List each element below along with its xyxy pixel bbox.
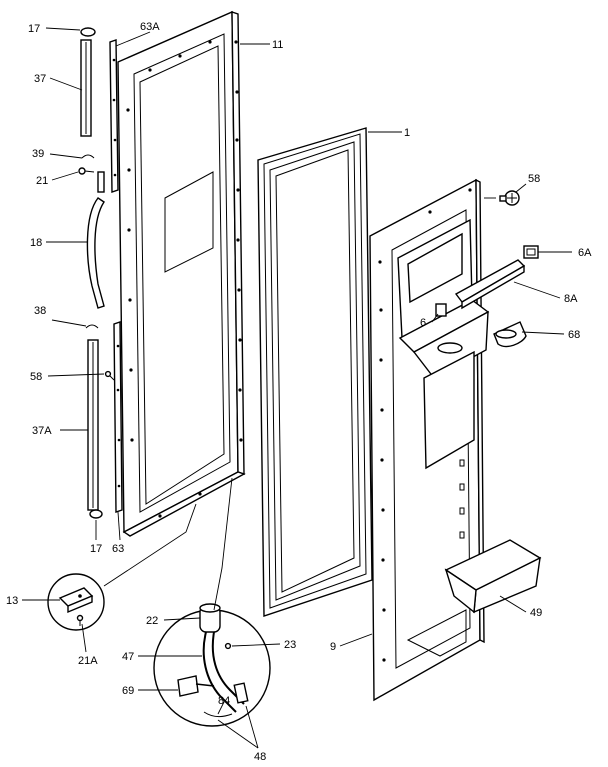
detail-wiring-harness xyxy=(153,603,271,727)
label-39: 39 xyxy=(32,148,44,160)
detail-pointer-wiring xyxy=(213,477,233,611)
label-8A: 8A xyxy=(564,293,578,305)
clip-39 xyxy=(81,154,95,159)
lever-bar-8A xyxy=(454,259,526,310)
label-18: 18 xyxy=(30,237,42,249)
label-11: 11 xyxy=(272,39,283,51)
leader-lines xyxy=(22,27,572,749)
label-69: 69 xyxy=(122,685,134,697)
label-37: 37 xyxy=(34,73,46,85)
label-84: 84 xyxy=(218,695,230,707)
detail-pointer-13 xyxy=(103,503,197,587)
trim-strip-upper xyxy=(80,27,96,137)
label-38: 38 xyxy=(34,305,46,317)
screw-23 xyxy=(224,642,232,650)
label-9: 9 xyxy=(330,641,336,653)
label-58-mid: 58 xyxy=(30,371,42,383)
screw-21 xyxy=(78,167,95,175)
label-23: 23 xyxy=(284,639,296,651)
label-63: 63 xyxy=(112,543,124,555)
label-21: 21 xyxy=(36,175,48,187)
shelf-bin-49 xyxy=(444,539,542,614)
hinge-strip-upper xyxy=(109,39,119,193)
label-22: 22 xyxy=(146,615,158,627)
panel-screw-holes xyxy=(126,40,243,518)
label-1: 1 xyxy=(404,127,410,139)
screw-58-mid xyxy=(104,370,115,381)
block-6 xyxy=(435,303,447,317)
label-17-bottom: 17 xyxy=(90,543,102,555)
label-37A: 37A xyxy=(32,425,52,437)
trim-strip-lower xyxy=(87,339,103,519)
door-gasket xyxy=(257,127,373,617)
label-13: 13 xyxy=(6,595,18,607)
detail-hinge-bracket xyxy=(47,573,105,631)
door-outer-panel xyxy=(117,10,246,537)
label-58-top: 58 xyxy=(528,173,540,185)
label-6: 6 xyxy=(420,317,426,329)
screw-58-top xyxy=(499,190,520,206)
bracket-6A xyxy=(523,245,539,259)
label-47: 47 xyxy=(122,651,134,663)
label-63A: 63A xyxy=(140,21,160,33)
label-68: 68 xyxy=(568,329,580,341)
door-liner xyxy=(369,178,490,702)
screw-21A xyxy=(76,614,84,626)
label-21A: 21A xyxy=(78,655,98,667)
label-49: 49 xyxy=(530,607,542,619)
label-17-top: 17 xyxy=(28,23,40,35)
hinge-strip-lower xyxy=(113,321,123,513)
clip-38 xyxy=(85,324,99,329)
funnel-68 xyxy=(493,321,527,348)
part-labels: 17 63A 11 37 1 39 21 58 18 6A 8A 38 6 68… xyxy=(6,21,592,763)
label-48: 48 xyxy=(254,751,266,763)
label-6A: 6A xyxy=(578,247,592,259)
door-handle xyxy=(86,171,105,309)
